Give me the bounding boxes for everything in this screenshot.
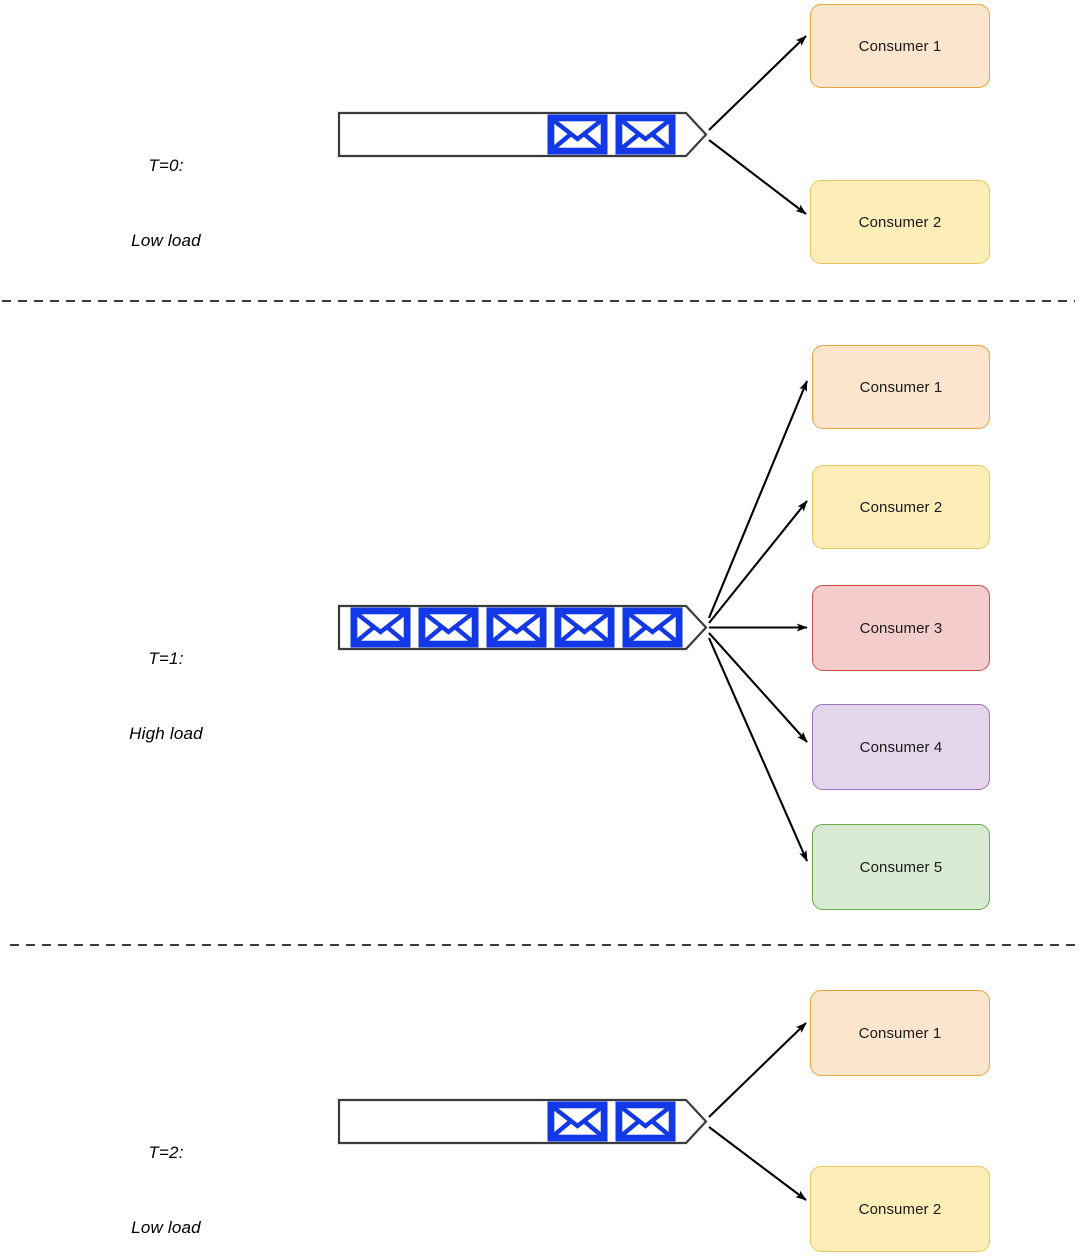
envelope-icon <box>554 607 615 648</box>
stage-label-t1: T=1: High load <box>96 596 236 796</box>
consumer-label: Consumer 3 <box>859 619 943 637</box>
arrow-t1-consumer-1 <box>708 380 808 619</box>
consumer-label: Consumer 1 <box>859 378 943 396</box>
stage-label-t2: T=2: Low load <box>96 1090 236 1256</box>
arrow-t1-consumer-4 <box>708 632 808 743</box>
envelope-icon <box>418 607 479 648</box>
consumer-box-t2-1[interactable]: Consumer 1 <box>810 990 990 1076</box>
consumer-box-t2-2[interactable]: Consumer 2 <box>810 1166 990 1252</box>
arrow-t2-consumer-2 <box>708 1126 807 1201</box>
consumer-box-t0-2[interactable]: Consumer 2 <box>810 180 990 264</box>
stage-label-t2-line2: Low load <box>131 1218 201 1237</box>
consumer-box-t1-3[interactable]: Consumer 3 <box>812 585 990 671</box>
envelope-icon <box>615 1101 676 1142</box>
arrow-t2-consumer-1 <box>708 1022 807 1118</box>
envelope-icon <box>547 114 608 155</box>
consumer-box-t1-2[interactable]: Consumer 2 <box>812 465 990 549</box>
stage-label-t0-line2: Low load <box>131 231 201 250</box>
arrow-t1-consumer-5 <box>708 637 808 862</box>
consumer-box-t1-4[interactable]: Consumer 4 <box>812 704 990 790</box>
envelope-icon <box>615 114 676 155</box>
consumer-label: Consumer 2 <box>858 213 942 231</box>
stage-label-t1-line2: High load <box>129 724 203 743</box>
stage-label-t2-line1: T=2: <box>148 1143 184 1162</box>
consumer-label: Consumer 5 <box>859 858 943 876</box>
consumer-label: Consumer 4 <box>859 738 943 756</box>
consumer-label: Consumer 1 <box>858 1024 942 1042</box>
arrow-t0-consumer-2 <box>708 139 807 215</box>
consumer-box-t1-5[interactable]: Consumer 5 <box>812 824 990 910</box>
consumer-label: Consumer 2 <box>859 498 943 516</box>
consumer-box-t1-1[interactable]: Consumer 1 <box>812 345 990 429</box>
envelope-icon <box>486 607 547 648</box>
envelope-icon <box>622 607 683 648</box>
consumer-label: Consumer 2 <box>858 1200 942 1218</box>
stage-label-t0: T=0: Low load <box>96 103 236 303</box>
arrow-t0-consumer-1 <box>708 35 807 131</box>
envelope-icon <box>547 1101 608 1142</box>
stage-label-t0-line1: T=0: <box>148 156 184 175</box>
arrow-t1-consumer-2 <box>708 500 808 624</box>
consumer-label: Consumer 1 <box>858 37 942 55</box>
consumer-box-t0-1[interactable]: Consumer 1 <box>810 4 990 88</box>
stage-label-t1-line1: T=1: <box>148 649 184 668</box>
envelope-icon <box>350 607 411 648</box>
